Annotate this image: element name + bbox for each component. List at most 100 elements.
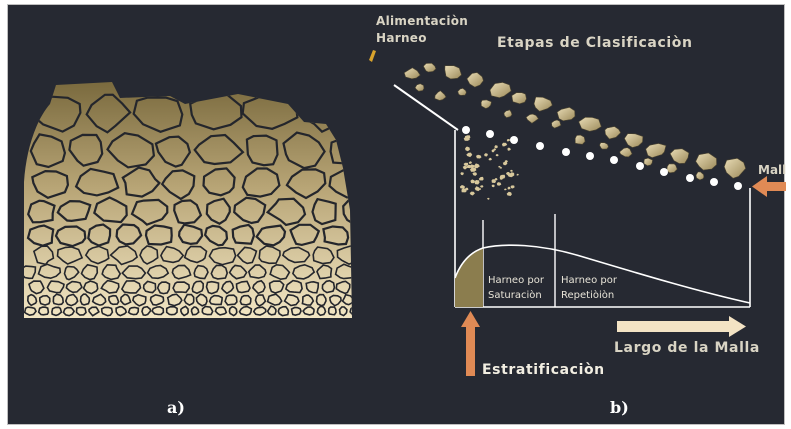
deck-rock xyxy=(605,127,621,140)
fine-particle xyxy=(510,170,513,172)
fine-particle xyxy=(508,187,511,190)
stratification-label: Estratificaciòn xyxy=(482,362,605,378)
aperture-dot xyxy=(586,152,594,160)
saturation-label-line2: Saturaciòn xyxy=(488,290,542,301)
saturation-label: Harneo por xyxy=(488,275,544,286)
left-arrow-icon xyxy=(752,176,786,197)
fine-particle xyxy=(498,166,500,168)
fine-particle xyxy=(469,161,472,164)
rock-outline xyxy=(355,224,376,243)
rock-outline xyxy=(355,97,392,127)
deck-rock xyxy=(667,164,678,173)
deck-rock xyxy=(458,88,467,95)
fine-particle xyxy=(511,185,515,188)
deck-rock xyxy=(504,110,512,118)
caption-a: a) xyxy=(167,398,185,417)
feed-label: Alimentaciòn xyxy=(376,14,468,28)
fine-particle xyxy=(496,154,499,156)
fine-particle xyxy=(465,188,468,191)
fine-particle xyxy=(492,149,495,152)
deck-rock xyxy=(481,100,491,109)
fine-particle xyxy=(460,185,465,189)
aperture-dot xyxy=(510,136,518,144)
rock-outline xyxy=(356,295,368,305)
deck-rock xyxy=(415,84,424,92)
deck-rock xyxy=(467,73,484,88)
aperture-dot xyxy=(486,130,494,138)
fine-particle xyxy=(463,166,468,170)
falling-fines xyxy=(460,135,519,200)
fine-particle xyxy=(472,172,477,176)
mesh-length-label: Largo de la Malla xyxy=(614,340,760,356)
aperture-dot xyxy=(536,142,544,150)
fine-particle xyxy=(475,186,481,191)
screen-diagram xyxy=(369,50,786,376)
fine-particle xyxy=(507,139,511,141)
fine-particle xyxy=(517,174,519,176)
fine-particle xyxy=(504,189,507,191)
fine-particle xyxy=(460,172,463,175)
rock-outline xyxy=(353,282,365,293)
deck-rock xyxy=(670,149,689,164)
fine-particle xyxy=(507,148,511,151)
deck-rock xyxy=(490,82,511,97)
up-arrow-icon xyxy=(461,311,480,376)
deck-rock xyxy=(435,91,446,101)
deck-rock xyxy=(696,153,717,170)
stratified-rock-bed xyxy=(22,82,392,318)
fine-particle xyxy=(495,178,498,181)
deck-rock xyxy=(557,107,575,121)
screen-deck-line xyxy=(394,85,458,130)
fine-particle xyxy=(466,153,472,158)
deck-rock xyxy=(724,158,746,178)
deck-rock xyxy=(512,93,527,104)
fine-particle xyxy=(507,192,512,196)
deck-rock xyxy=(526,114,538,123)
repetition-label-line2: Repetiòiòn xyxy=(561,290,614,301)
fine-particle xyxy=(470,192,475,196)
fine-particle xyxy=(487,198,490,200)
deck-rock xyxy=(600,143,609,150)
deck-rock xyxy=(404,68,420,79)
aperture-dot xyxy=(710,178,718,186)
deck-rock xyxy=(696,172,704,180)
deck-rock xyxy=(646,143,666,157)
fine-particle xyxy=(497,182,502,186)
deck-rock xyxy=(644,158,653,166)
fine-particle xyxy=(492,185,495,188)
feed-label-line2: Harneo xyxy=(376,31,427,45)
right-arrow-icon xyxy=(617,316,746,337)
aperture-dot xyxy=(636,162,644,170)
deck-rock xyxy=(620,148,633,157)
fine-particle xyxy=(470,179,475,183)
aperture-dot xyxy=(734,182,742,190)
aperture-dot xyxy=(660,168,668,176)
aperture-dot xyxy=(562,148,570,156)
deck-rock xyxy=(575,135,585,144)
mesh-label: Mall xyxy=(758,163,786,177)
fine-particle xyxy=(474,163,480,168)
deck-rock xyxy=(534,97,552,111)
aperture-dot xyxy=(686,174,694,182)
deck-rock xyxy=(445,66,462,79)
deck-rock xyxy=(423,63,436,72)
fine-particle xyxy=(476,155,482,159)
fine-particle xyxy=(479,177,484,181)
fine-particle xyxy=(502,143,507,147)
deck-rock xyxy=(624,134,643,148)
repetition-label: Harneo por xyxy=(561,275,617,286)
fine-particle xyxy=(484,153,488,156)
small-gold-flag-icon xyxy=(369,50,376,62)
stages-title: Etapas de Clasificaciòn xyxy=(497,35,693,51)
fine-particle xyxy=(475,180,480,185)
aperture-dot xyxy=(610,156,618,164)
fine-particle xyxy=(489,158,492,161)
deck-rock xyxy=(552,120,561,128)
fine-particle xyxy=(494,145,498,148)
deck-rock xyxy=(579,117,602,131)
caption-b: b) xyxy=(610,398,629,417)
aperture-dot xyxy=(462,126,470,134)
fine-particle xyxy=(480,185,483,187)
